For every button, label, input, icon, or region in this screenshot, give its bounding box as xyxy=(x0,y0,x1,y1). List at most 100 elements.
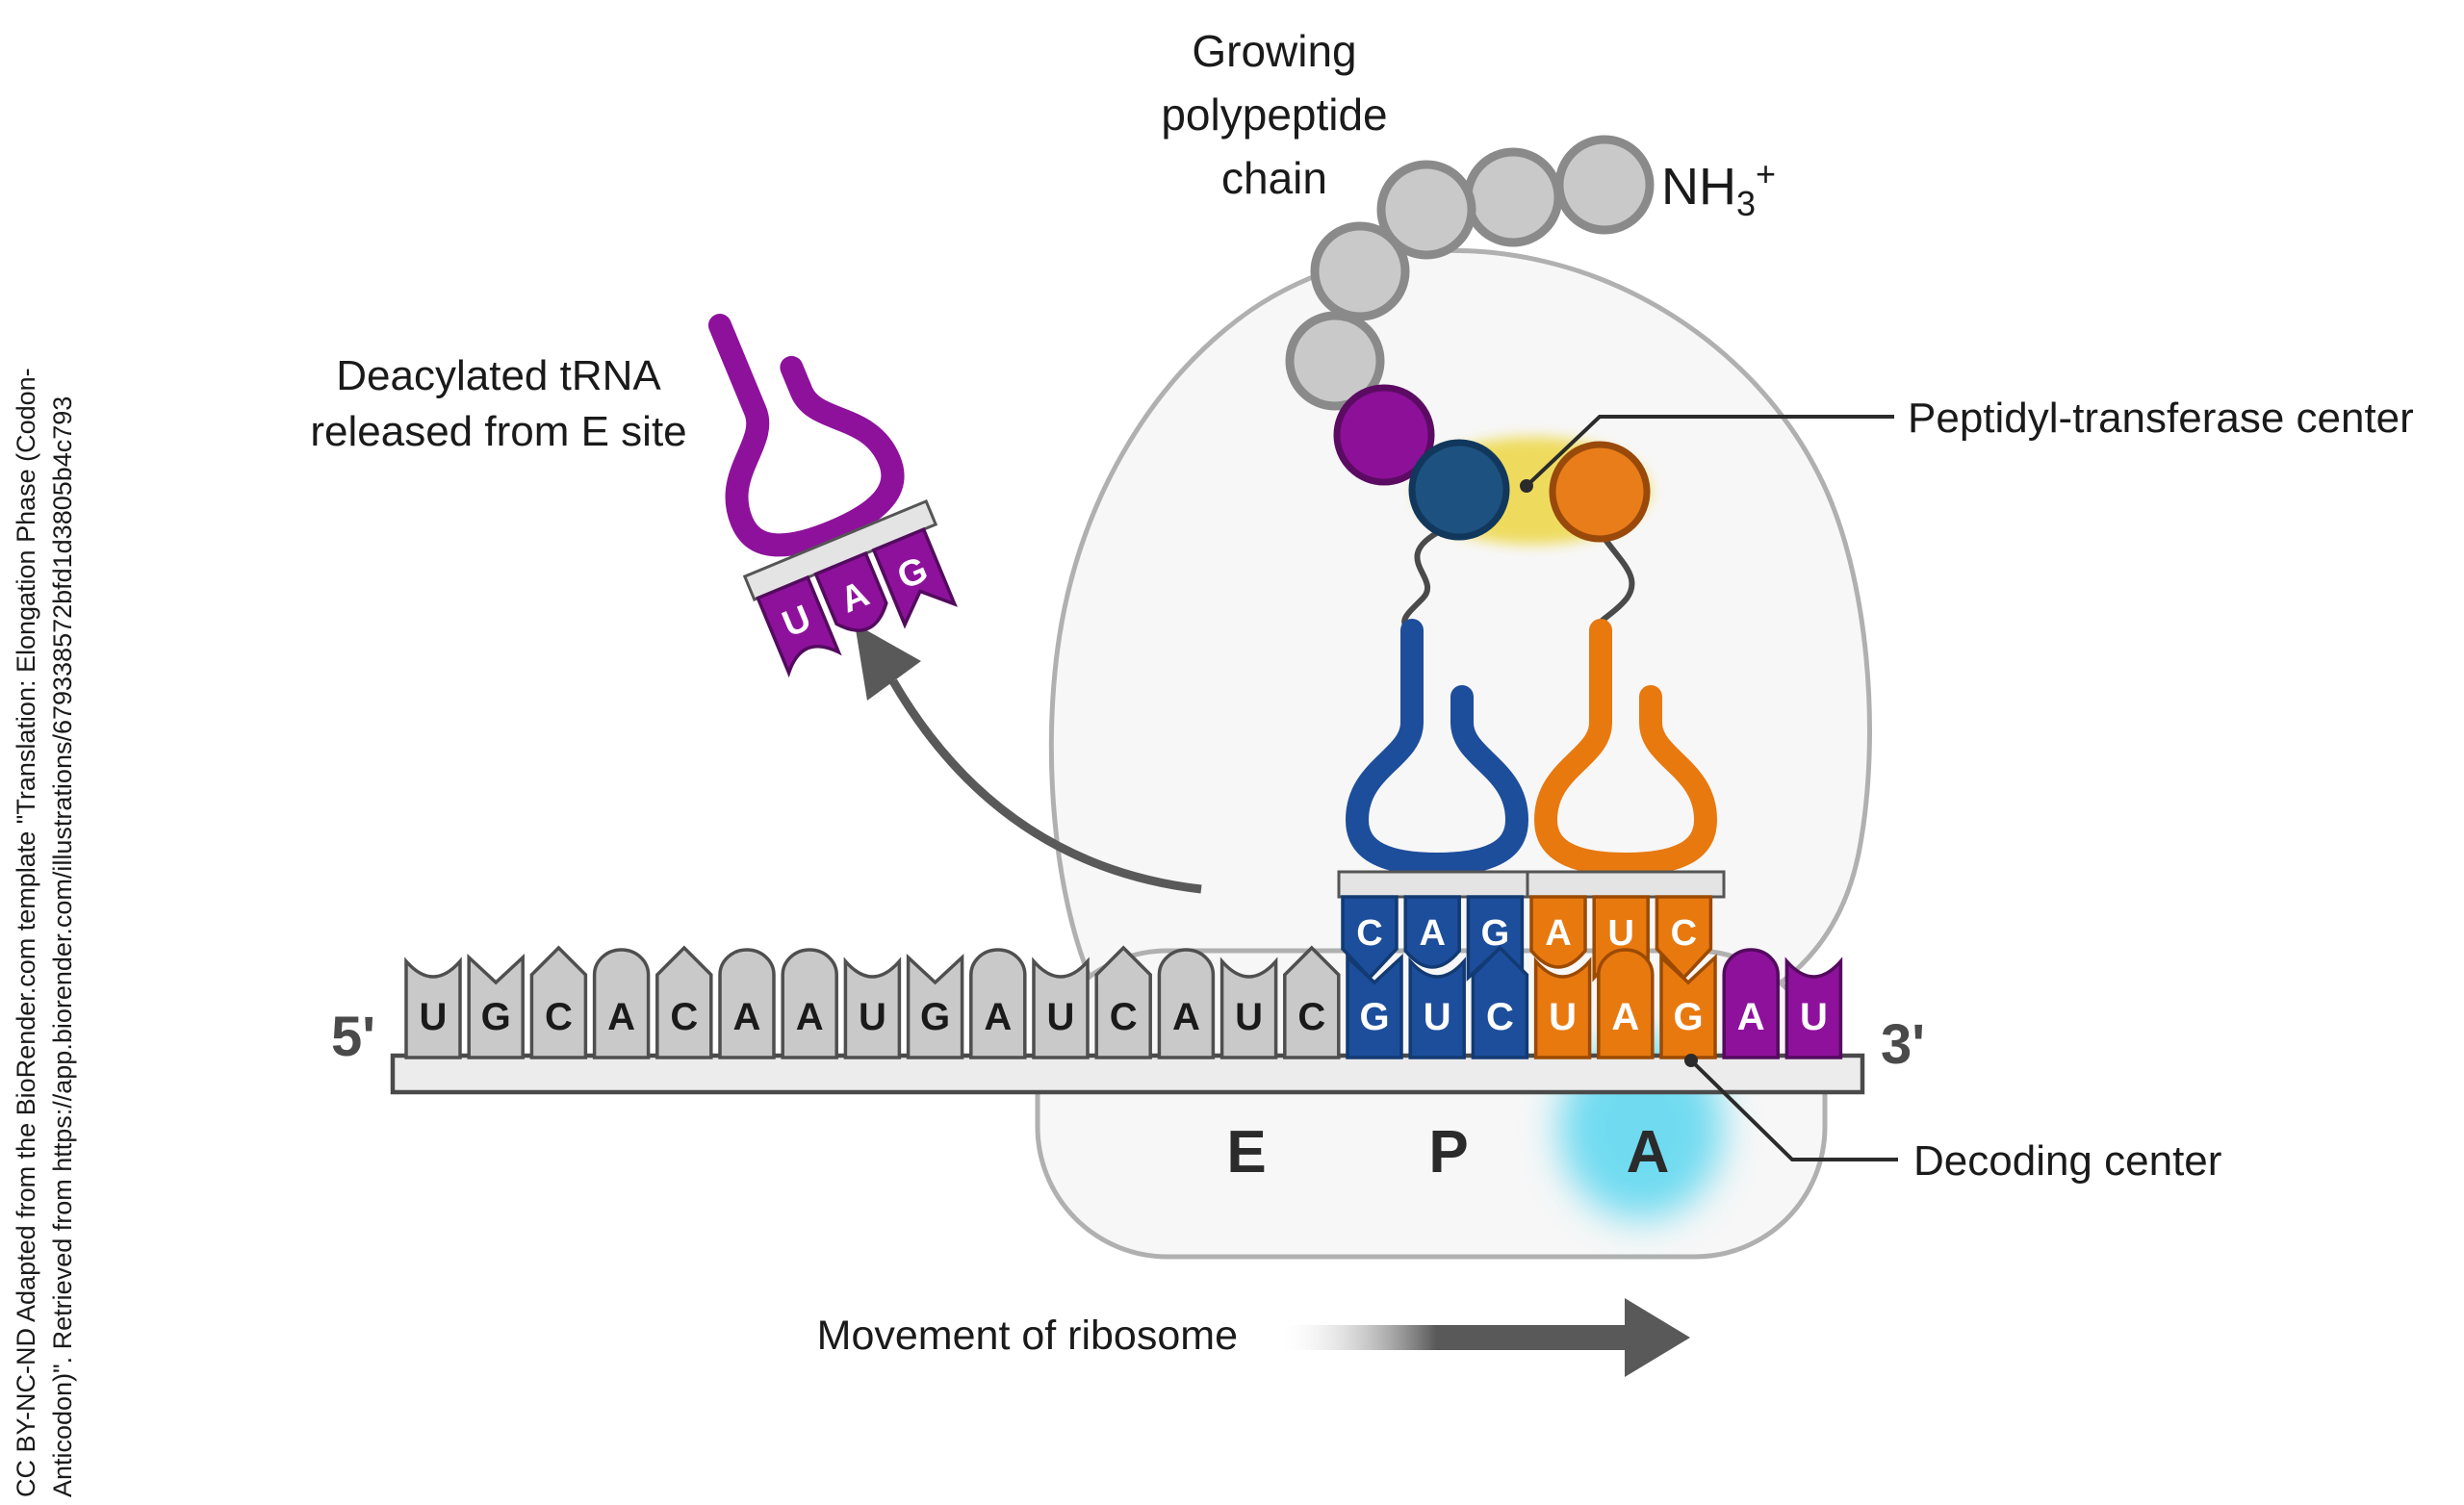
p-site-letter: P xyxy=(1428,1119,1469,1186)
mrna-nucleotide-U xyxy=(1219,957,1278,1059)
mrna-nucleotide-U xyxy=(1408,957,1466,1059)
mrna-nucleotide-letter: A xyxy=(607,996,635,1038)
decoding-pointer-dot xyxy=(1684,1054,1698,1067)
mrna-nucleotide-letter: A xyxy=(733,996,761,1038)
mrna-nucleotide-letter: U xyxy=(859,996,886,1038)
mrna-nucleotide-C xyxy=(1283,945,1341,1059)
p-site-anticodon-letter: C xyxy=(1356,913,1382,954)
a-site-anticodon-C xyxy=(1655,895,1713,981)
mrna-nucleotide-letter: G xyxy=(1359,996,1389,1038)
trna-release-arrowhead xyxy=(855,624,921,701)
mrna-nucleotide-G xyxy=(1346,953,1403,1059)
mrna-nucleotide-letter: G xyxy=(481,996,511,1038)
a-site-trna-bar xyxy=(1526,870,1726,899)
amino-acid-gray xyxy=(1310,221,1410,321)
deacylated-trna-label: Deacylated tRNA released from E site xyxy=(258,348,739,460)
p-site-trna-body xyxy=(1346,619,1528,876)
mrna-nucleotide-letter: U xyxy=(1235,996,1263,1038)
mrna-nucleotide-letter: C xyxy=(1110,996,1138,1038)
movement-arrow-shaft xyxy=(1282,1325,1625,1350)
mrna-nucleotide-letter: A xyxy=(1172,996,1200,1038)
mrna-nucleotide-U xyxy=(1533,957,1592,1059)
amino-acid-gray xyxy=(1554,135,1655,235)
mrna-nucleotide-letter: G xyxy=(920,996,950,1038)
mrna-nucleotide-letter: G xyxy=(1673,996,1703,1038)
mrna-nucleotide-A xyxy=(1722,948,1780,1059)
mrna-nucleotide-letter: C xyxy=(545,996,573,1038)
amino-acid-orange xyxy=(1549,441,1651,543)
trna-release-arrow xyxy=(889,678,1202,894)
mrna-nucleotide-A xyxy=(1597,948,1655,1059)
deacylated-trna-label-line1: Deacylated tRNA xyxy=(336,352,661,399)
mrna-nucleotide-A xyxy=(969,948,1027,1059)
movement-of-ribosome-label: Movement of ribosome xyxy=(816,1313,1238,1359)
attribution-line-1: CC BY-NC-ND Adapted from the BioRender.c… xyxy=(12,368,40,1497)
amino-acid-purple xyxy=(1333,384,1435,486)
growing-polypeptide-label: Growing polypeptide chain xyxy=(1063,19,1486,210)
nh3-subscript: 3 xyxy=(1736,183,1757,223)
p-site-trna-bar xyxy=(1337,870,1537,899)
p-site-anticodon-letter: A xyxy=(1419,913,1445,954)
mrna-nucleotide-C xyxy=(1094,945,1152,1059)
nh3-prefix: NH xyxy=(1661,158,1736,216)
large-ribosomal-subunit xyxy=(1048,247,1872,1009)
a-site-anticodon-A xyxy=(1529,895,1587,969)
p-site-anticodon-A xyxy=(1403,895,1461,969)
a-site-anticodon-letter: U xyxy=(1607,913,1633,954)
p-site-anticodon-letter: G xyxy=(1481,913,1510,954)
mrna-nucleotide-letter: C xyxy=(1486,996,1514,1038)
mrna-nucleotide-letter: U xyxy=(1424,996,1451,1038)
mrna-nucleotide-G xyxy=(467,953,525,1059)
growing-polypeptide-label-line3: chain xyxy=(1221,153,1327,203)
mrna-nucleotide-C xyxy=(529,945,588,1059)
mrna-nucleotide-U xyxy=(404,957,462,1059)
amino-acid-blue xyxy=(1408,439,1510,541)
attribution-line-2: Anticodon)". Retrieved from https://app.… xyxy=(48,395,77,1497)
mrna-nucleotide-letter: U xyxy=(1549,996,1577,1038)
amino-acid-gray xyxy=(1376,160,1476,260)
e-site-letter: E xyxy=(1226,1119,1267,1186)
five-prime-label: 5' xyxy=(331,1006,376,1068)
peptidyl-pointer-line xyxy=(1525,415,1894,488)
mrna-nucleotide-A xyxy=(592,948,651,1059)
mrna-nucleotide-letter: U xyxy=(1047,996,1075,1038)
a-site-anticodon-letter: A xyxy=(1545,913,1571,954)
released-trna-body xyxy=(707,314,905,557)
mrna-nucleotide-letter: U xyxy=(420,996,448,1038)
a-site-anticodon-letter: C xyxy=(1671,913,1697,954)
mrna-nucleotide-letter: A xyxy=(984,996,1012,1038)
mrna-nucleotide-U xyxy=(1784,957,1843,1059)
a-site-trna-body xyxy=(1534,619,1717,876)
mrna-nucleotide-U xyxy=(1032,957,1090,1059)
mrna-nucleotide-letter: U xyxy=(1800,996,1828,1038)
mrna-nucleotide-G xyxy=(906,953,964,1059)
released-anticodon-G xyxy=(871,526,958,629)
mrna-backbone xyxy=(390,1053,1865,1095)
mrna-nucleotide-letter: A xyxy=(796,996,824,1038)
mrna-nucleotide-A xyxy=(718,948,776,1059)
mrna-nucleotide-U xyxy=(843,957,902,1059)
p-site-anticodon-C xyxy=(1341,895,1399,981)
p-site-linker xyxy=(1401,526,1447,635)
decoding-pointer-line xyxy=(1689,1059,1898,1161)
mrna-nucleotide-letter: C xyxy=(670,996,698,1038)
mrna-nucleotide-C xyxy=(1471,945,1529,1059)
growing-polypeptide-label-line2: polypeptide xyxy=(1161,89,1388,140)
mrna-nucleotide-letter: C xyxy=(1297,996,1325,1038)
released-anticodon-A xyxy=(813,550,888,632)
released-anticodon-U xyxy=(756,574,842,678)
peptidyl-pointer-dot xyxy=(1520,479,1533,493)
amino-acid-gray xyxy=(1285,311,1385,411)
growing-polypeptide-label-line1: Growing xyxy=(1192,26,1357,76)
three-prime-label: 3' xyxy=(1881,1013,1926,1076)
mrna-nucleotide-A xyxy=(1157,948,1216,1059)
nh3-terminus-label: NH3+ xyxy=(1661,154,1776,224)
mrna-nucleotide-letter: A xyxy=(1611,996,1639,1038)
nh3-superscript: + xyxy=(1756,154,1777,193)
mrna-nucleotide-letter: A xyxy=(1737,996,1765,1038)
